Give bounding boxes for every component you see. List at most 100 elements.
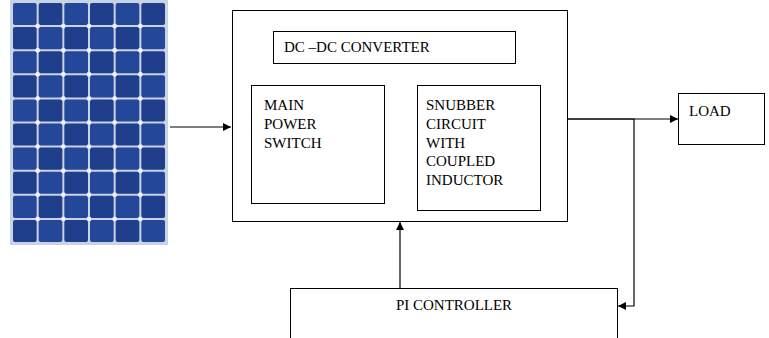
solar-cell (116, 99, 140, 121)
cell-joint (138, 48, 142, 52)
solar-cell (116, 75, 140, 97)
solar-cell (116, 220, 140, 242)
solar-cell (39, 27, 63, 49)
solar-cell (13, 3, 37, 25)
solar-cell (116, 196, 140, 218)
cell-joint (61, 193, 65, 197)
solar-cell (141, 99, 165, 121)
block-title: DC –DC CONVERTER (273, 31, 516, 64)
solar-cell (13, 172, 37, 194)
solar-cell (13, 27, 37, 49)
cell-joint (35, 72, 39, 76)
cell-joint (61, 217, 65, 221)
block-box: SNUBBER CIRCUIT WITH COUPLED INDUCTOR (417, 85, 541, 211)
solar-cell (116, 172, 140, 194)
cell-joint (112, 96, 116, 100)
solar-cell (64, 99, 88, 121)
solar-cell (39, 148, 63, 170)
solar-cell (64, 148, 88, 170)
block-label: PI CONTROLLER (291, 289, 617, 322)
cell-joint (112, 24, 116, 28)
solar-cell (13, 99, 37, 121)
solar-cell (13, 196, 37, 218)
solar-cell (39, 75, 63, 97)
cell-joint (112, 48, 116, 52)
solar-cell (141, 51, 165, 73)
solar-cell (116, 124, 140, 146)
cell-joint (112, 169, 116, 173)
solar-cell (64, 51, 88, 73)
solar-cell (116, 3, 140, 25)
cell-joint (87, 24, 91, 28)
solar-cell (141, 124, 165, 146)
solar-cell (141, 172, 165, 194)
cell-joint (87, 193, 91, 197)
controller-box: PI CONTROLLER (290, 288, 618, 338)
solar-cell (90, 99, 114, 121)
solar-cell (13, 148, 37, 170)
cell-joint (138, 217, 142, 221)
solar-cell (13, 51, 37, 73)
cell-joint (35, 120, 39, 124)
solar-cell (39, 196, 63, 218)
cell-joint (61, 120, 65, 124)
cell-joint (112, 144, 116, 148)
solar-cell (141, 27, 165, 49)
solar-cell (13, 75, 37, 97)
solar-cell (13, 220, 37, 242)
cell-joint (35, 48, 39, 52)
solar-cell (39, 220, 63, 242)
cell-joint (138, 120, 142, 124)
cell-joint (138, 193, 142, 197)
solar-cell (13, 124, 37, 146)
block-label: MAIN POWER SWITCH (252, 86, 342, 162)
cell-joint (35, 144, 39, 148)
solar-cell (141, 220, 165, 242)
solar-cell (90, 148, 114, 170)
solar-cell (90, 75, 114, 97)
cell-joint (87, 144, 91, 148)
cell-joint (112, 193, 116, 197)
cell-joint (35, 24, 39, 28)
solar-cell (116, 27, 140, 49)
cell-joint (112, 72, 116, 76)
cell-joint (61, 144, 65, 148)
input-arrow (170, 126, 231, 127)
solar-cell (90, 27, 114, 49)
block-box: MAIN POWER SWITCH (251, 85, 385, 204)
solar-cell (90, 172, 114, 194)
solar-cell (90, 51, 114, 73)
block-box: LOAD (678, 93, 765, 145)
solar-cell (141, 3, 165, 25)
solar-cell (64, 3, 88, 25)
solar-cell (141, 75, 165, 97)
cell-joint (112, 120, 116, 124)
cell-joint (87, 217, 91, 221)
block-label: LOAD (679, 94, 764, 129)
cell-joint (138, 96, 142, 100)
panel-frame (10, 0, 168, 245)
solar-cell (39, 3, 63, 25)
solar-cell (90, 220, 114, 242)
solar-cell (64, 220, 88, 242)
solar-cell (90, 196, 114, 218)
solar-cell (39, 124, 63, 146)
solar-cell (64, 196, 88, 218)
cell-joint (35, 169, 39, 173)
cell-joint (61, 24, 65, 28)
cell-joint (87, 169, 91, 173)
solar-cell (39, 99, 63, 121)
cell-joint (87, 96, 91, 100)
solar-cell (64, 75, 88, 97)
cell-joint (61, 48, 65, 52)
cell-joint (112, 217, 116, 221)
solar-cell (141, 196, 165, 218)
cell-joint (138, 144, 142, 148)
cell-joint (87, 72, 91, 76)
solar-cell (116, 148, 140, 170)
cell-joint (35, 193, 39, 197)
converter-box: DC –DC CONVERTER MAIN POWER SWITCH SNUBBER… (232, 10, 568, 222)
block-label: SNUBBER CIRCUIT WITH COUPLED INDUCTOR (418, 86, 536, 200)
cell-joint (138, 169, 142, 173)
